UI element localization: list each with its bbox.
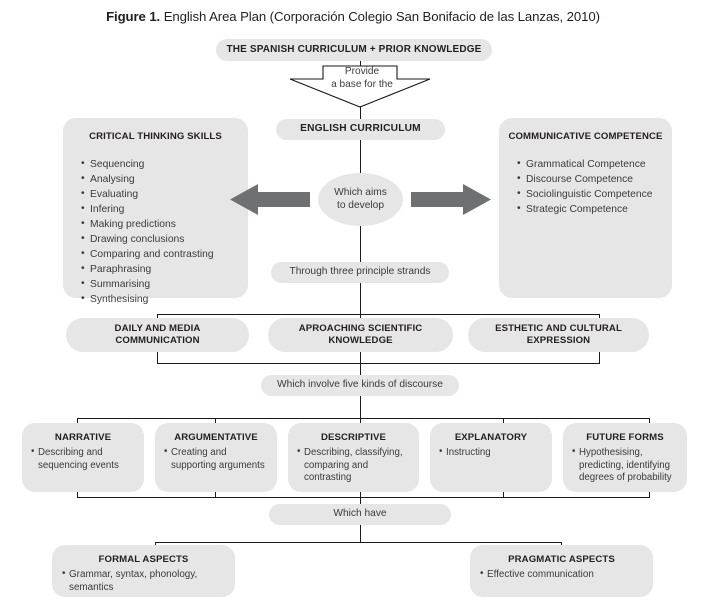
list-item: Grammatical Competence xyxy=(517,156,672,172)
discourse-narrative-title: NARRATIVE xyxy=(54,432,112,443)
provide-arrow-label: Provide a base for the xyxy=(321,66,403,91)
connector-line xyxy=(360,340,361,378)
aspect-pragmatic-title: PRAGMATIC ASPECTS xyxy=(508,554,615,565)
discourse-descriptive-title: DESCRIPTIVE xyxy=(320,432,387,443)
node-english-curriculum[interactable]: ENGLISH CURRICULUM xyxy=(276,119,445,140)
strand-aproaching-scientific-knowledge[interactable]: APROACHING SCIENTIFIC KNOWLEDGE xyxy=(268,318,453,352)
list-item: Infering xyxy=(81,201,248,217)
aspect-formal-title: FORMAL ASPECTS xyxy=(98,554,189,565)
list-item: Sociolinguistic Competence xyxy=(517,186,672,202)
connector-line xyxy=(157,340,158,364)
connector-line xyxy=(360,106,361,120)
strand-esthetic-and-cultural-expression[interactable]: ESTHETIC AND CULTURAL EXPRESSION xyxy=(468,318,649,352)
connector-line xyxy=(360,61,361,66)
aspect-pragmatic-list: Effective communication xyxy=(470,567,653,581)
connector-line xyxy=(77,497,649,498)
discourse-explanatory-title: EXPLANATORY xyxy=(454,432,528,443)
list-item: Comparing and contrasting xyxy=(81,246,248,262)
aspect-formal[interactable]: FORMAL ASPECTS Grammar, syntax, phonolog… xyxy=(52,545,235,597)
figure-caption: English Area Plan (Corporación Colegio S… xyxy=(160,9,600,24)
figure-label: Figure 1. xyxy=(106,9,161,24)
node-which-aims-line1: Which aims xyxy=(334,186,387,198)
list-item: Synthesising xyxy=(81,291,248,307)
list-item: Grammar, syntax, phonology, semantics xyxy=(62,567,227,595)
box-communicative-competence-title: COMMUNICATIVE COMPETENCE xyxy=(508,131,663,142)
discourse-descriptive[interactable]: DESCRIPTIVE Describing, classifying, com… xyxy=(288,423,419,492)
connector-line xyxy=(155,542,561,543)
list-item: Describing and sequencing events xyxy=(31,446,139,473)
aspect-formal-list: Grammar, syntax, phonology, semantics xyxy=(52,567,235,595)
discourse-narrative-list: Describing and sequencing events xyxy=(22,446,144,473)
box-critical-thinking-skills-title: CRITICAL THINKING SKILLS xyxy=(89,131,222,142)
provide-arrow-label-line2: a base for the xyxy=(331,78,393,90)
discourse-argumentative-list: Creating and supporting arguments xyxy=(155,446,277,473)
discourse-argumentative[interactable]: ARGUMENTATIVE Creating and supporting ar… xyxy=(155,423,277,492)
connector-line xyxy=(599,340,600,364)
discourse-explanatory[interactable]: EXPLANATORY Instructing xyxy=(430,423,552,492)
list-item: Effective communication xyxy=(480,567,645,581)
connector-line xyxy=(360,476,361,508)
list-item: Summarising xyxy=(81,276,248,292)
box-critical-thinking-skills-list: Sequencing Analysing Evaluating Infering… xyxy=(63,156,248,307)
strand-daily-and-media-communication[interactable]: DAILY AND MEDIA COMMUNICATION xyxy=(66,318,249,352)
list-item: Sequencing xyxy=(81,156,248,172)
list-item: Hypothesising, predicting, identifying d… xyxy=(572,446,682,485)
node-which-aims-to-develop[interactable]: Which aims to develop xyxy=(318,173,403,226)
aspect-pragmatic[interactable]: PRAGMATIC ASPECTS Effective communicatio… xyxy=(470,545,653,597)
node-which-have[interactable]: Which have xyxy=(269,504,451,525)
list-item: Drawing conclusions xyxy=(81,231,248,247)
list-item: Making predictions xyxy=(81,216,248,232)
connector-line xyxy=(360,394,361,418)
node-which-aims-line2: to develop xyxy=(336,199,384,211)
provide-arrow-label-line1: Provide xyxy=(344,66,380,77)
list-item: Creating and supporting arguments xyxy=(164,446,272,473)
node-through-three-principle-strands[interactable]: Through three principle strands xyxy=(271,262,449,283)
discourse-descriptive-list: Describing, classifying, comparing and c… xyxy=(288,446,419,485)
box-critical-thinking-skills[interactable]: CRITICAL THINKING SKILLS Sequencing Anal… xyxy=(63,118,248,307)
connector-line xyxy=(360,223,361,265)
list-item: Analysing xyxy=(81,171,248,187)
discourse-future-forms-list: Hypothesising, predicting, identifying d… xyxy=(563,446,687,485)
list-item: Instructing xyxy=(439,446,547,460)
list-item: Describing, classifying, comparing and c… xyxy=(297,446,414,485)
list-item: Strategic Competence xyxy=(517,201,672,217)
arrow-right-icon xyxy=(411,184,491,215)
connector-line xyxy=(157,363,599,364)
box-communicative-competence-list: Grammatical Competence Discourse Compete… xyxy=(499,156,672,217)
box-communicative-competence[interactable]: COMMUNICATIVE COMPETENCE Grammatical Com… xyxy=(499,118,672,298)
figure-title: Figure 1. English Area Plan (Corporación… xyxy=(0,9,706,24)
discourse-argumentative-title: ARGUMENTATIVE xyxy=(174,432,258,443)
connector-line xyxy=(157,314,599,315)
discourse-explanatory-list: Instructing xyxy=(430,446,552,460)
list-item: Evaluating xyxy=(81,186,248,202)
list-item: Discourse Competence xyxy=(517,171,672,187)
connector-line xyxy=(360,281,361,314)
list-item: Paraphrasing xyxy=(81,261,248,277)
node-which-involve-five-kinds-of-discourse[interactable]: Which involve five kinds of discourse xyxy=(261,375,459,396)
discourse-future-forms-title: FUTURE FORMS xyxy=(586,432,664,443)
connector-line xyxy=(77,418,649,419)
node-spanish-curriculum[interactable]: THE SPANISH CURRICULUM + PRIOR KNOWLEDGE xyxy=(216,39,492,61)
discourse-narrative[interactable]: NARRATIVE Describing and sequencing even… xyxy=(22,423,144,492)
connector-line xyxy=(360,523,361,543)
connector-line xyxy=(360,140,361,176)
discourse-future-forms[interactable]: FUTURE FORMS Hypothesising, predicting, … xyxy=(563,423,687,492)
